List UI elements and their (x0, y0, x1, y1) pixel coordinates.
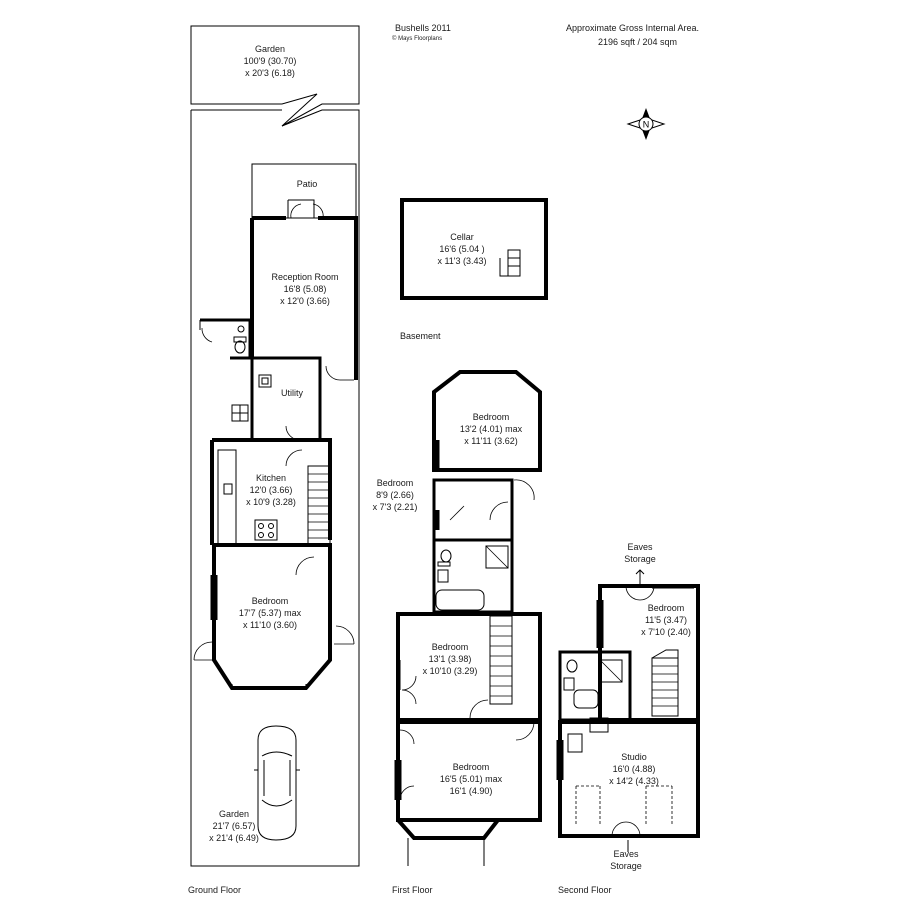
ff-bed-rear-dim2: x 11'11 (3.62) (464, 436, 518, 446)
studio-name: Studio (621, 752, 647, 762)
kitchen-name: Kitchen (255, 473, 287, 483)
cellar-label: Cellar 16'6 (5.04 ) x 11'3 (3.43) (424, 231, 500, 267)
ff-bed-front-name: Bedroom (452, 762, 490, 772)
compass-icon: N (626, 108, 666, 140)
gf-bedroom-dim1: 17'7 (5.37) max (238, 608, 302, 618)
plot-outline (190, 109, 360, 867)
garden-front-label: Garden 21'7 (6.57) x 21'4 (6.49) (196, 808, 272, 844)
sf-bedroom-dim2: x 7'10 (2.40) (641, 627, 691, 637)
garden-rear-label: Garden 100'9 (30.70) x 20'3 (6.18) (225, 43, 315, 79)
patio-label: Patio (282, 178, 332, 190)
cellar-walls (400, 198, 548, 300)
garden-front-dim2: x 21'4 (6.49) (209, 833, 259, 843)
ff-bed-small-label: Bedroom 8'9 (2.66) x 7'3 (2.21) (362, 477, 428, 513)
studio-walls (558, 720, 700, 838)
garden-rear-dim1: 100'9 (30.70) (243, 56, 297, 66)
second-floor-label: Second Floor (558, 885, 612, 895)
garden-rear-dim2: x 20'3 (6.18) (245, 68, 295, 78)
ff-bed-mid-dim2: x 10'10 (3.29) (422, 666, 478, 676)
eaves-bottom-dim1: Storage (610, 861, 642, 871)
ff-bed-mid-label: Bedroom 13'1 (3.98) x 10'10 (3.29) (412, 641, 488, 677)
sf-bedroom-dim1: 11'5 (3.47) (644, 615, 688, 625)
ground-floor-label: Ground Floor (188, 885, 242, 895)
eaves-bottom-name: Eaves (613, 849, 639, 859)
ff-bed-rear-dim1: 13'2 (4.01) max (459, 424, 523, 434)
cellar-dim2: x 11'3 (3.43) (437, 256, 487, 266)
eaves-top-dim1: Storage (624, 554, 656, 564)
patio-outline (251, 163, 357, 219)
ff-bed-small-dim1: 8'9 (2.66) (376, 490, 414, 500)
gf-bedroom-label: Bedroom 17'7 (5.37) max x 11'10 (3.60) (230, 595, 310, 631)
studio-label: Studio 16'0 (4.88) x 14'2 (4.33) (596, 751, 672, 787)
ff-bed-mid-dim1: 13'1 (3.98) (428, 654, 472, 664)
kitchen-dim1: 12'0 (3.66) (249, 485, 293, 495)
garden-rear-name: Garden (254, 44, 286, 54)
first-small-bedroom-walls (432, 478, 514, 542)
eaves-bottom-label: Eaves Storage (596, 848, 656, 872)
studio-dim1: 16'0 (4.88) (612, 764, 656, 774)
garden-front-dim1: 21'7 (6.57) (212, 821, 256, 831)
eaves-top-name: Eaves (627, 542, 653, 552)
reception-name: Reception Room (271, 272, 339, 282)
wc-walls (200, 318, 252, 360)
gf-bedroom-dim2: x 11'10 (3.60) (242, 620, 298, 630)
sf-bedroom-label: Bedroom 11'5 (3.47) x 7'10 (2.40) (628, 602, 704, 638)
ff-bed-front-label: Bedroom 16'5 (5.01) max 16'1 (4.90) (426, 761, 516, 797)
kitchen-label: Kitchen 12'0 (3.66) x 10'9 (3.28) (236, 472, 306, 508)
ff-bed-rear-name: Bedroom (472, 412, 510, 422)
ff-bed-mid-name: Bedroom (431, 642, 469, 652)
eaves-top-label: Eaves Storage (610, 541, 670, 565)
credit-text: © Mays Floorplans (392, 36, 443, 42)
sf-bedroom-name: Bedroom (647, 603, 685, 613)
ff-bed-small-name: Bedroom (376, 478, 414, 488)
cellar-stairs (499, 249, 521, 277)
ff-bed-small-dim2: x 7'3 (2.21) (372, 502, 418, 512)
reception-dim1: 16'8 (5.08) (283, 284, 327, 294)
basement-label: Basement (400, 331, 441, 341)
gf-bedroom-name: Bedroom (251, 596, 289, 606)
compass-north-letter: N (643, 120, 650, 130)
reception-dim2: x 12'0 (3.66) (280, 296, 330, 306)
first-rear-bedroom-walls (432, 370, 542, 472)
utility-name: Utility (281, 388, 303, 398)
cellar-dim1: 16'6 (5.04 ) (439, 244, 485, 254)
car-drawing (254, 725, 300, 841)
kitchen-dim2: x 10'9 (3.28) (246, 497, 296, 507)
reception-room-walls (252, 216, 358, 380)
area-value: 2196 sqft / 204 sqm (598, 37, 678, 47)
second-bathroom-walls (558, 650, 632, 722)
cellar-name: Cellar (450, 232, 474, 242)
garden-front-name: Garden (218, 809, 250, 819)
utility-label: Utility (272, 387, 312, 399)
rear-garden-outline (190, 25, 360, 127)
ff-bed-rear-label: Bedroom 13'2 (4.01) max x 11'11 (3.62) (448, 411, 534, 447)
ff-bed-front-dim2: 16'1 (4.90) (449, 786, 493, 796)
first-floor-label: First Floor (392, 885, 433, 895)
studio-dim2: x 14'2 (4.33) (609, 776, 659, 786)
reception-label: Reception Room 16'8 (5.08) x 12'0 (3.66) (260, 271, 350, 307)
ff-bed-front-dim1: 16'5 (5.01) max (439, 774, 503, 784)
patio-name: Patio (296, 179, 318, 189)
first-bathroom-walls (432, 538, 514, 614)
area-title: Approximate Gross Internal Area. (566, 23, 700, 33)
brand-title: Bushells 2011 (395, 23, 451, 33)
